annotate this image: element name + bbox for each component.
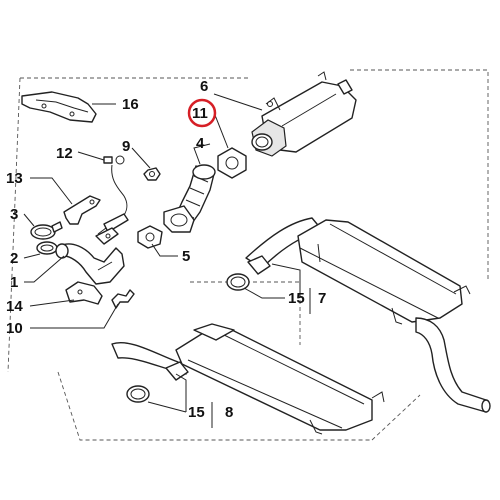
part-labels: 16 6 11 12 9 4 13 3 2 1 14 10 5 15 7 15 … xyxy=(6,78,326,421)
rear-muffler-8 xyxy=(111,323,385,435)
label-8: 8 xyxy=(225,404,233,421)
clamp-3 xyxy=(30,221,63,240)
front-pipe-1 xyxy=(55,227,125,285)
label-2: 2 xyxy=(10,250,18,267)
clamp-15-lower xyxy=(126,361,189,403)
group-outline-muffler-1 xyxy=(190,69,489,345)
label-10: 10 xyxy=(6,320,23,337)
label-3: 3 xyxy=(10,206,18,223)
bracket-14 xyxy=(65,281,103,305)
label-13: 13 xyxy=(6,170,23,187)
label-1: 1 xyxy=(10,274,18,291)
oxygen-sensor-12 xyxy=(97,155,129,235)
label-group-brackets xyxy=(211,288,311,428)
label-4: 4 xyxy=(196,135,205,152)
label-5: 5 xyxy=(182,248,190,265)
clamp-15-upper xyxy=(226,255,271,291)
label-15-lower: 15 xyxy=(188,404,205,421)
gasket-2 xyxy=(36,241,58,255)
group-outline-front xyxy=(7,77,250,373)
heat-shield-16 xyxy=(21,91,97,123)
particulate-filter-6 xyxy=(251,71,357,157)
flexible-pipe-4 xyxy=(163,164,216,233)
leader-lines xyxy=(23,93,301,413)
group-outline-muffler-2 xyxy=(57,371,421,441)
label-7: 7 xyxy=(318,290,326,307)
label-15-upper: 15 xyxy=(288,290,305,307)
highlight-ring-11 xyxy=(187,98,217,128)
gasket-5 xyxy=(137,225,163,249)
label-6: 6 xyxy=(200,78,208,95)
label-9: 9 xyxy=(122,138,130,155)
hanger-10 xyxy=(111,289,135,309)
rear-muffler-7 xyxy=(245,217,491,413)
gasket-11 xyxy=(217,147,247,179)
nut-9 xyxy=(143,167,161,181)
label-12: 12 xyxy=(56,145,73,162)
label-11: 11 xyxy=(192,105,208,122)
label-16: 16 xyxy=(122,96,139,113)
bracket-13 xyxy=(63,195,101,225)
label-14: 14 xyxy=(6,298,23,315)
